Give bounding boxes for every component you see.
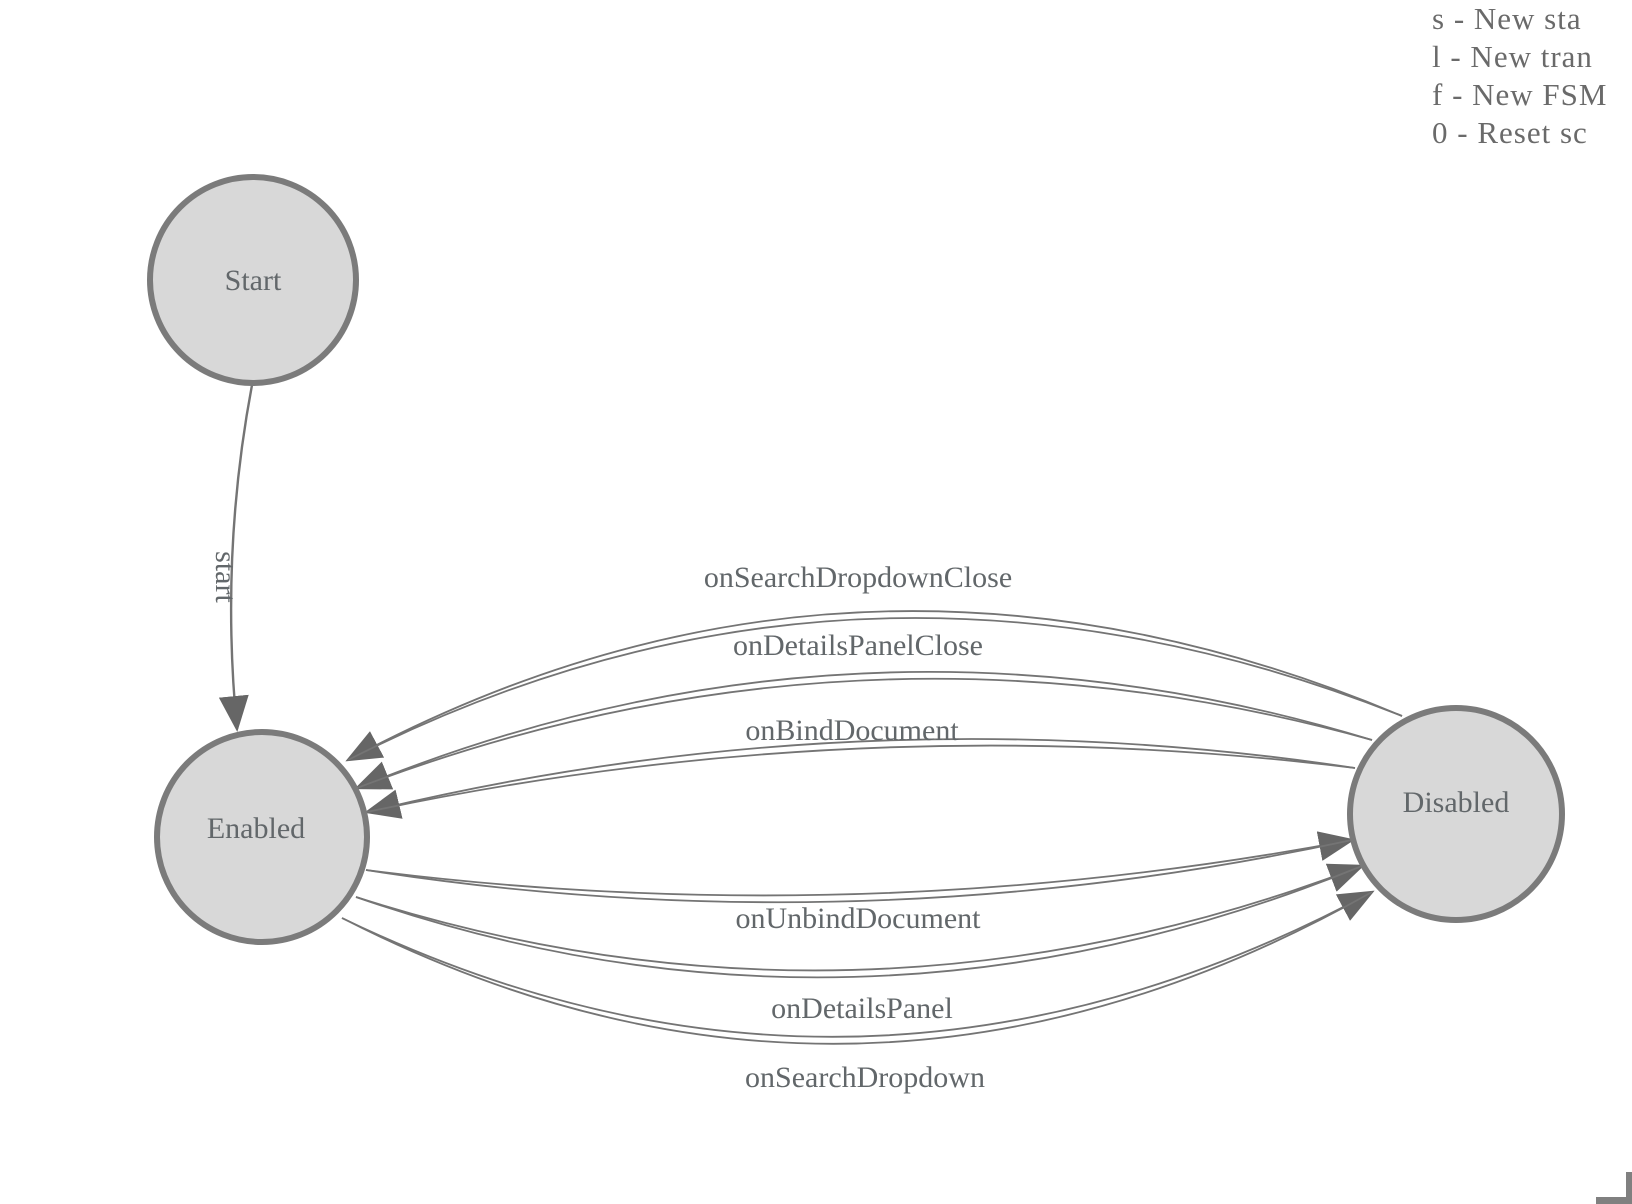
- transition-onDetailsPanelClose-label: onDetailsPanelClose: [733, 629, 983, 662]
- state-enabled-circle[interactable]: [154, 729, 370, 945]
- state-start-circle[interactable]: [147, 174, 359, 386]
- state-start-label: Start: [225, 264, 282, 297]
- transition-onSearchDropdown[interactable]: onSearchDropdown: [341, 890, 1375, 1094]
- transition-onSearchDropdownClose-wire[interactable]: [345, 610, 1403, 762]
- transition-onSearchDropdownClose-wire2[interactable]: [347, 617, 1403, 761]
- shortcut-new-fsm: f - New FSM: [1432, 77, 1608, 112]
- paper-corner-mark-horizontal: [1596, 1197, 1632, 1204]
- transition-onBindDocument-label: onBindDocument: [745, 714, 959, 747]
- transition-onDetailsPanel-wire2[interactable]: [355, 865, 1363, 979]
- transition-onSearchDropdown-wire[interactable]: [341, 890, 1375, 1038]
- state-disabled[interactable]: Disabled: [1347, 705, 1565, 923]
- state-start[interactable]: Start: [147, 174, 359, 386]
- transition-onUnbindDocument-wire[interactable]: [365, 831, 1355, 897]
- shortcut-new-state: s - New sta: [1432, 1, 1582, 36]
- transition-start[interactable]: start: [209, 384, 254, 732]
- transition-onSearchDropdownClose-label: onSearchDropdownClose: [704, 561, 1012, 594]
- transition-start-wire[interactable]: [218, 384, 254, 732]
- transition-onUnbindDocument-wire2[interactable]: [365, 839, 1353, 904]
- shortcut-help: s - New sta l - New tran f - New FSM 0 -…: [1432, 0, 1632, 152]
- shortcut-reset-scale: 0 - Reset sc: [1432, 115, 1588, 150]
- transition-onDetailsPanelClose[interactable]: onDetailsPanelClose: [354, 629, 1373, 790]
- state-disabled-label: Disabled: [1403, 786, 1510, 819]
- transition-onUnbindDocument-label: onUnbindDocument: [736, 902, 982, 935]
- transition-onSearchDropdown-label: onSearchDropdown: [745, 1061, 985, 1094]
- transition-onUnbindDocument[interactable]: onUnbindDocument: [365, 831, 1355, 935]
- transition-onDetailsPanelClose-wire[interactable]: [354, 671, 1373, 790]
- transition-onDetailsPanel-wire[interactable]: [355, 863, 1365, 972]
- transition-onDetailsPanel-label: onDetailsPanel: [771, 992, 953, 1025]
- shortcut-new-transition: l - New tran: [1432, 39, 1593, 74]
- transition-onDetailsPanel[interactable]: onDetailsPanel: [355, 863, 1365, 1025]
- transition-onDetailsPanelClose-wire2[interactable]: [356, 677, 1373, 789]
- transition-onBindDocument-wire[interactable]: [364, 738, 1356, 819]
- state-disabled-circle[interactable]: [1347, 705, 1565, 923]
- state-enabled[interactable]: Enabled: [154, 729, 370, 945]
- transition-onSearchDropdown-wire2[interactable]: [341, 891, 1373, 1045]
- paper-corner-mark-vertical: [1626, 1172, 1632, 1204]
- transition-onSearchDropdownClose[interactable]: onSearchDropdownClose: [345, 561, 1403, 762]
- transition-start-label: start: [209, 551, 242, 603]
- state-enabled-label: Enabled: [207, 812, 305, 845]
- transition-onBindDocument-wire2[interactable]: [366, 744, 1356, 813]
- transition-onBindDocument[interactable]: onBindDocument: [364, 714, 1356, 819]
